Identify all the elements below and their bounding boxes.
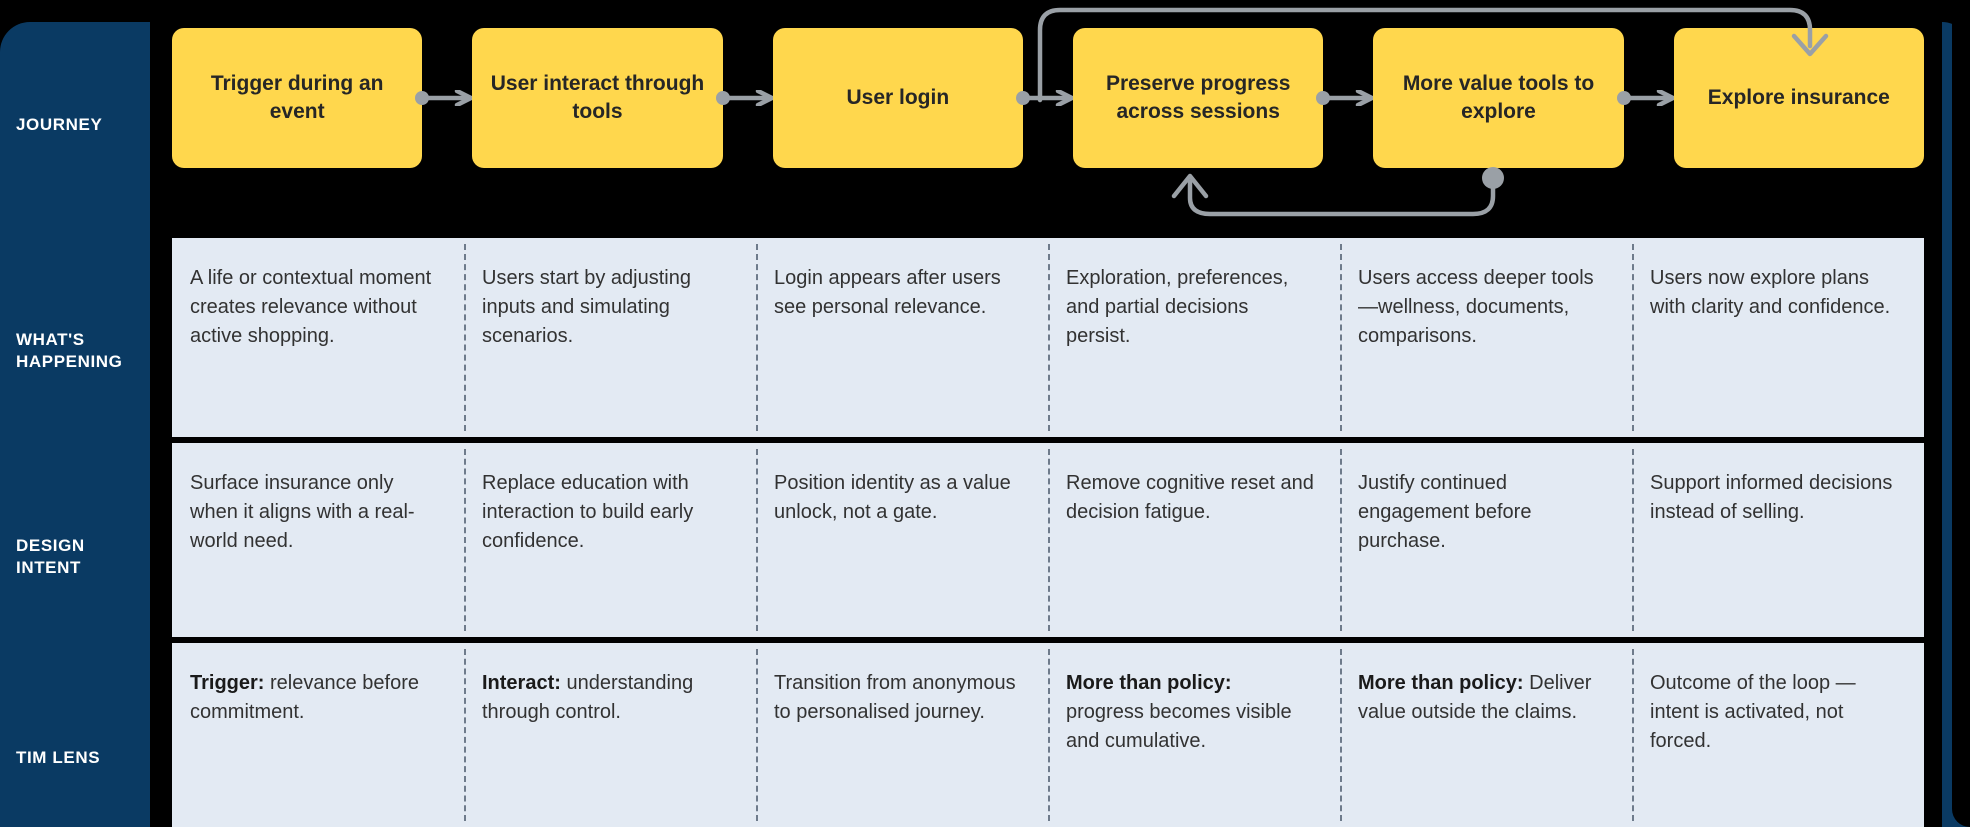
matrix-cell: Login appears after users see personal r… [756, 238, 1048, 437]
journey-connector-arrow [1016, 90, 1080, 106]
matrix-cell-text: Justify continued engagement before purc… [1358, 472, 1532, 552]
matrix-cell-text: Remove cognitive reset and decision fati… [1066, 472, 1314, 523]
row-tim-lens: Trigger: relevance before commitment. Int… [172, 643, 1924, 827]
matrix-cell: More than policy: Deliver value outside … [1340, 643, 1632, 827]
matrix-cell: More than policy: progress becomes visib… [1048, 643, 1340, 827]
rail-label-tim-lens: TIM LENS [16, 748, 101, 767]
matrix-cell-text: Users access deeper tools—wellness, docu… [1358, 267, 1594, 347]
journey-step-label: More value tools to explore [1402, 72, 1595, 123]
journey-step-label: User interact through tools [490, 72, 705, 123]
rail-label-design-intent: DESIGN INTENT [16, 536, 85, 578]
journey-step-box[interactable]: Trigger during an event [172, 28, 423, 168]
matrix-cell: Trigger: relevance before commitment. [172, 643, 464, 827]
matrix-cell: Users now explore plans with clarity and… [1632, 238, 1924, 437]
matrix-cell: Interact: understanding through control. [464, 643, 756, 827]
journey-step-box[interactable]: Explore insurance [1673, 28, 1924, 168]
right-edge-rail [1942, 22, 1970, 827]
matrix-cell-text: Surface insurance only when it aligns wi… [190, 472, 415, 552]
matrix-cell: Support informed decisions instead of se… [1632, 443, 1924, 637]
matrix-cell-lead: More than policy: [1066, 672, 1232, 694]
matrix-cell: Surface insurance only when it aligns wi… [172, 443, 464, 637]
journey-connector-arrow [1316, 90, 1380, 106]
matrix-cell: Replace education with interaction to bu… [464, 443, 756, 637]
matrix-cell: Transition from anonymous to personalise… [756, 643, 1048, 827]
journey-step-label: Preserve progress across sessions [1105, 72, 1291, 123]
rail-label-whats-happening: WHAT'S HAPPENING [16, 330, 123, 372]
matrix-cell-text: A life or contextual moment creates rele… [190, 267, 432, 347]
journey-connector-arrow [715, 90, 780, 106]
matrix-cell-text: Position identity as a value unlock, not… [774, 472, 1011, 523]
loop-bottom-arrowhead [1171, 173, 1209, 199]
loop-bottom-origin-dot [1482, 167, 1504, 189]
matrix-cell: Users access deeper tools—wellness, docu… [1340, 238, 1632, 437]
journey-step-label: User login [846, 86, 950, 110]
journey-step-box[interactable]: User interact through tools [472, 28, 723, 168]
journey-connector-arrow [415, 90, 479, 106]
journey-step-strip: Trigger during an event User interact thr… [172, 28, 1924, 168]
matrix-cell-lead: More than policy: [1358, 672, 1524, 694]
right-edge-notch [1952, 22, 1970, 827]
matrix-cell-text: More than policy: Deliver value outside … [1358, 672, 1592, 723]
matrix-cell-text: More than policy: progress becomes visib… [1066, 672, 1292, 752]
matrix-cell: Justify continued engagement before purc… [1340, 443, 1632, 637]
journey-connector-arrow [1616, 90, 1681, 106]
journey-step-box[interactable]: User login [772, 28, 1023, 168]
journey-step-label: Explore insurance [1707, 86, 1890, 110]
matrix-cell-text: Support informed decisions instead of se… [1650, 472, 1893, 523]
matrix-cell-lead: Trigger: [190, 672, 265, 694]
matrix-cell-text: Trigger: relevance before commitment. [190, 672, 419, 723]
matrix-cell: Remove cognitive reset and decision fati… [1048, 443, 1340, 637]
matrix-cell: Exploration, preferences, and partial de… [1048, 238, 1340, 437]
rail-label-journey: JOURNEY [16, 115, 103, 134]
matrix-cell: A life or contextual moment creates rele… [172, 238, 464, 437]
journey-step-label: Trigger during an event [210, 72, 384, 123]
matrix-cell-text: Users start by adjusting inputs and simu… [482, 267, 691, 347]
journey-step-box[interactable]: More value tools to explore [1373, 28, 1624, 168]
left-label-rail: JOURNEY WHAT'S HAPPENING DESIGN INTENT T… [0, 22, 150, 827]
matrix-cell-text: Interact: understanding through control. [482, 672, 694, 723]
matrix-cell-text: Replace education with interaction to bu… [482, 472, 694, 552]
matrix-cell: Users start by adjusting inputs and simu… [464, 238, 756, 437]
matrix-cell-text: Exploration, preferences, and partial de… [1066, 267, 1289, 347]
matrix-cell-text: Users now explore plans with clarity and… [1650, 267, 1891, 318]
row-design-intent: Surface insurance only when it aligns wi… [172, 443, 1924, 637]
matrix-cell: Position identity as a value unlock, not… [756, 443, 1048, 637]
row-whats-happening: A life or contextual moment creates rele… [172, 238, 1924, 437]
matrix-cell: Outcome of the loop — intent is activate… [1632, 643, 1924, 827]
matrix-cell-text: Login appears after users see personal r… [774, 267, 1001, 318]
matrix-cell-text: Transition from anonymous to personalise… [774, 672, 1016, 723]
matrix-cell-text: Outcome of the loop — intent is activate… [1650, 672, 1856, 752]
journey-step-box[interactable]: Preserve progress across sessions [1073, 28, 1324, 168]
matrix-cell-lead: Interact: [482, 672, 561, 694]
loop-bottom-path [1187, 177, 1496, 217]
